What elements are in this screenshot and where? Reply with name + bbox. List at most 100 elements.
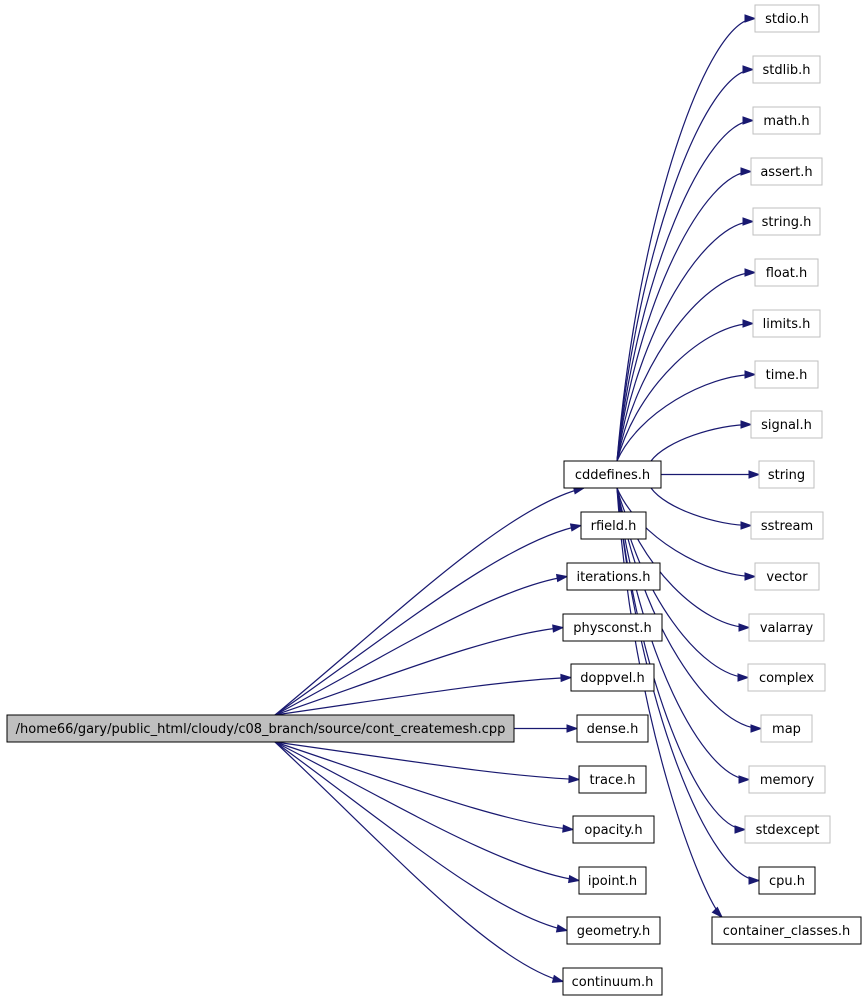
edge-cddefines-to-sstream [650, 487, 752, 527]
node-physconst-label: physconst.h [573, 621, 652, 636]
node-doppvel[interactable]: doppvel.h [570, 663, 655, 692]
node-opacity-label: opacity.h [584, 823, 642, 838]
node-limits-box [752, 309, 821, 338]
edge-cddefines-to-string-arrowhead [748, 470, 761, 479]
node-time[interactable]: time.h [754, 360, 819, 389]
edge-cddefines-to-time-arrowhead [744, 370, 757, 379]
node-assert-box [750, 157, 823, 186]
node-root[interactable]: /home66/gary/public_html/cloudy/c08_bran… [6, 714, 515, 743]
edge-root-to-geometry-arrowhead [555, 924, 569, 933]
edge-cddefines-to-string_h [616, 220, 754, 462]
node-rfield-label: rfield.h [591, 519, 637, 534]
node-rfield-box [580, 511, 647, 540]
edge-root-to-opacity [274, 741, 574, 831]
node-stdlib[interactable]: stdlib.h [752, 55, 821, 84]
node-cpu[interactable]: cpu.h [758, 866, 816, 895]
node-complex[interactable]: complex [747, 663, 826, 692]
edge-root-to-rfield [274, 524, 582, 716]
edge-cddefines-to-cpu-arrowhead [748, 876, 761, 885]
node-iterations-box [566, 562, 661, 591]
node-cddefines-box [563, 460, 662, 489]
edge-cddefines-to-stdexcept [616, 487, 746, 831]
node-stdio-box [754, 4, 820, 33]
node-opacity[interactable]: opacity.h [572, 815, 655, 844]
edge-cddefines-to-assert-arrowhead [740, 167, 753, 176]
edge-root-to-geometry [274, 741, 568, 932]
node-rfield[interactable]: rfield.h [580, 511, 647, 540]
node-memory-label: memory [760, 773, 815, 788]
node-assert-label: assert.h [760, 165, 812, 180]
node-stdio[interactable]: stdio.h [754, 4, 820, 33]
node-vector[interactable]: vector [754, 562, 820, 591]
node-signal-box [750, 410, 823, 439]
edge-root-to-trace [274, 741, 580, 781]
edge-root-to-continuum-arrowhead [551, 974, 565, 983]
edge-cddefines-to-signal [650, 423, 752, 462]
node-vector-box [754, 562, 820, 591]
node-math-label: math.h [763, 114, 809, 129]
edge-cddefines-to-math-arrowhead [742, 116, 755, 125]
edge-layer [274, 14, 763, 983]
node-container_classes[interactable]: container_classes.h [711, 916, 862, 945]
edge-cddefines-to-vector-arrowhead [744, 572, 757, 581]
node-doppvel-box [570, 663, 655, 692]
edge-cddefines-to-stdexcept-arrowhead [734, 825, 747, 834]
node-sstream[interactable]: sstream [750, 511, 824, 540]
node-sstream-box [750, 511, 824, 540]
edge-root-to-cddefines [274, 487, 585, 716]
node-sstream-label: sstream [761, 519, 813, 534]
node-string_h[interactable]: string.h [752, 207, 821, 236]
node-trace-label: trace.h [590, 773, 636, 788]
node-ipoint[interactable]: ipoint.h [578, 866, 647, 895]
edge-root-to-doppvel [274, 676, 572, 716]
node-cpu-box [758, 866, 816, 895]
node-physconst[interactable]: physconst.h [562, 613, 663, 642]
edge-cddefines-to-time [616, 373, 756, 462]
node-limits-label: limits.h [763, 317, 811, 332]
node-iterations[interactable]: iterations.h [566, 562, 661, 591]
node-ipoint-box [578, 866, 647, 895]
node-valarray-box [748, 613, 825, 642]
node-limits[interactable]: limits.h [752, 309, 821, 338]
node-root-label: /home66/gary/public_html/cloudy/c08_bran… [16, 722, 506, 737]
edge-root-to-iterations [274, 575, 568, 716]
node-memory[interactable]: memory [748, 765, 826, 794]
node-float-box [754, 258, 819, 287]
node-math[interactable]: math.h [752, 106, 821, 135]
node-root-box [6, 714, 515, 743]
node-stdexcept-label: stdexcept [756, 823, 820, 838]
node-geometry[interactable]: geometry.h [566, 916, 661, 945]
node-dense-label: dense.h [587, 722, 639, 737]
edge-cddefines-to-stdlib-arrowhead [742, 65, 755, 74]
edge-cddefines-to-stdlib [616, 68, 754, 462]
edge-cddefines-to-valarray-arrowhead [738, 623, 751, 632]
node-complex-box [747, 663, 826, 692]
node-map[interactable]: map [760, 714, 813, 743]
edge-cddefines-to-stdio [616, 17, 756, 462]
edge-root-to-trace-arrowhead [568, 774, 581, 784]
edge-cddefines-to-memory [616, 487, 750, 781]
node-cpu-label: cpu.h [769, 874, 805, 889]
node-signal[interactable]: signal.h [750, 410, 823, 439]
node-iterations-label: iterations.h [576, 570, 650, 585]
node-cddefines-label: cddefines.h [575, 468, 650, 483]
node-layer: /home66/gary/public_html/cloudy/c08_bran… [6, 4, 862, 996]
edge-cddefines-to-limits-arrowhead [742, 319, 755, 328]
edge-cddefines-to-float [616, 271, 756, 462]
edge-cddefines-to-stdio-arrowhead [744, 14, 757, 23]
node-container_classes-label: container_classes.h [723, 924, 851, 939]
node-cddefines[interactable]: cddefines.h [563, 460, 662, 489]
node-string[interactable]: string [758, 460, 815, 489]
node-float[interactable]: float.h [754, 258, 819, 287]
node-dense[interactable]: dense.h [576, 714, 649, 743]
node-physconst-box [562, 613, 663, 642]
node-signal-label: signal.h [761, 418, 812, 433]
node-stdexcept[interactable]: stdexcept [744, 815, 831, 844]
node-trace[interactable]: trace.h [578, 765, 647, 794]
node-assert[interactable]: assert.h [750, 157, 823, 186]
node-valarray[interactable]: valarray [748, 613, 825, 642]
node-geometry-box [566, 916, 661, 945]
node-valarray-label: valarray [760, 621, 814, 636]
node-continuum[interactable]: continuum.h [562, 967, 663, 996]
node-string-box [758, 460, 815, 489]
